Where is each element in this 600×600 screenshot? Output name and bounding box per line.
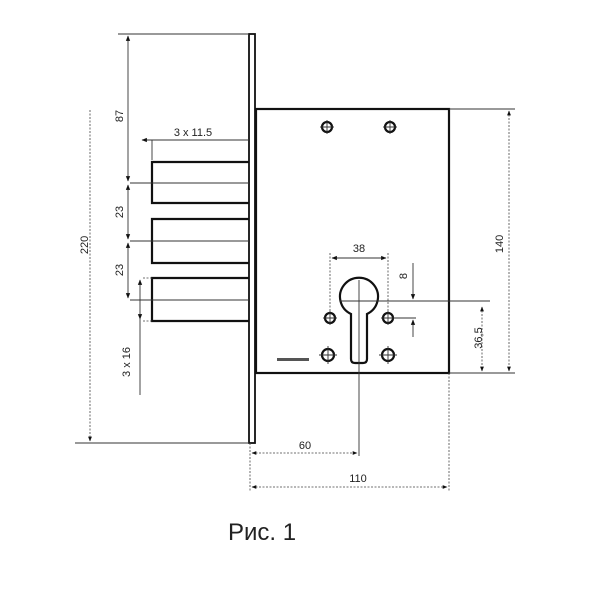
bolt (150, 276, 249, 323)
hole-icon (379, 346, 397, 364)
cylinder-keyhole (338, 276, 380, 365)
dim-label-36-5: 36,5 (473, 327, 485, 348)
dim-label-60: 60 (299, 440, 311, 452)
dim-label-220: 220 (79, 236, 91, 254)
dim-label-bolt-height: 3 x 16 (121, 347, 133, 377)
faceplate (248, 33, 256, 444)
hole-icon (319, 346, 337, 364)
latch-slot (277, 358, 309, 361)
dimension-lines (88, 35, 511, 489)
dim-label-110: 110 (349, 473, 367, 485)
lock-body (254, 107, 451, 375)
bolts (150, 160, 249, 323)
dim-label-87: 87 (114, 110, 126, 122)
dim-label-38: 38 (353, 243, 365, 255)
hole-icon (320, 120, 334, 134)
figure-caption: Рис. 1 (228, 519, 296, 546)
dim-label-23-a: 23 (114, 206, 126, 218)
bolt (150, 160, 249, 205)
mounting-holes (319, 120, 397, 364)
dim-label-8: 8 (398, 273, 410, 279)
dim-label-23-b: 23 (114, 264, 126, 276)
hole-icon (383, 120, 397, 134)
hole-icon (323, 311, 337, 325)
extension-lines (75, 33, 515, 492)
dim-label-bolt-width: 3 x 11.5 (174, 127, 212, 139)
dim-label-140: 140 (494, 235, 506, 253)
hole-icon (381, 311, 395, 325)
